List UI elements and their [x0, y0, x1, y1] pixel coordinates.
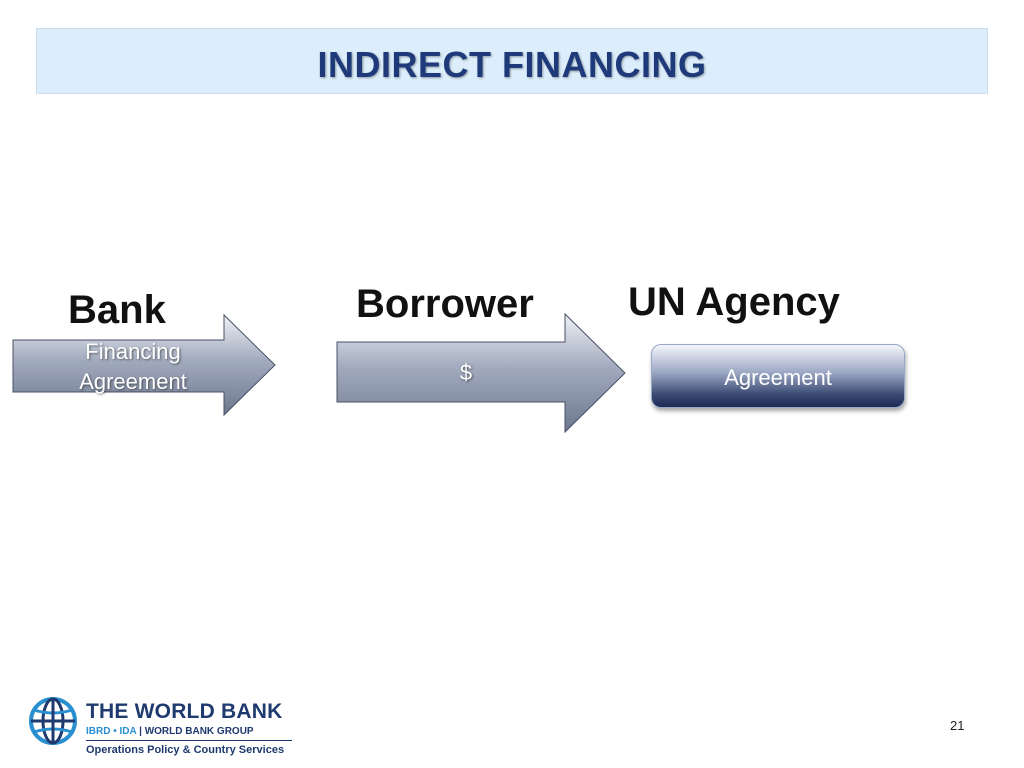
agreement-box: Agreement	[651, 344, 905, 408]
logo-sub-ibrd-ida: IBRD • IDA	[86, 726, 137, 737]
arrow-label-line-agreement: Agreement	[79, 369, 187, 394]
logo-divider	[86, 740, 292, 741]
slide-title: INDIRECT FINANCING	[317, 44, 707, 85]
logo-department: Operations Policy & Country Services	[86, 744, 285, 756]
logo-subtitle: IBRD • IDA | WORLD BANK GROUP	[86, 726, 254, 737]
world-bank-logo: THE WORLD BANK IBRD • IDA | WORLD BANK G…	[28, 692, 298, 762]
logo-sub-separator: |	[139, 726, 145, 737]
node-bank-label: Bank	[68, 288, 166, 332]
logo-name: THE WORLD BANK	[86, 700, 283, 723]
globe-icon	[29, 697, 77, 745]
arrow-dollar-label: $	[459, 360, 473, 385]
page-number: 21	[950, 718, 965, 733]
agreement-box-label: Agreement	[724, 365, 832, 390]
node-un-agency-label: UN Agency	[628, 280, 840, 324]
title-band	[36, 28, 988, 94]
arrow-borrower-to-un-agency	[336, 312, 626, 434]
arrow-label-line-financing: Financing	[85, 339, 181, 364]
node-borrower-label: Borrower	[356, 282, 534, 326]
arrow-bank-label: Financing Agreement	[48, 337, 218, 397]
arrow-bank-to-borrower	[12, 313, 276, 417]
logo-sub-group: WORLD BANK GROUP	[144, 726, 254, 737]
